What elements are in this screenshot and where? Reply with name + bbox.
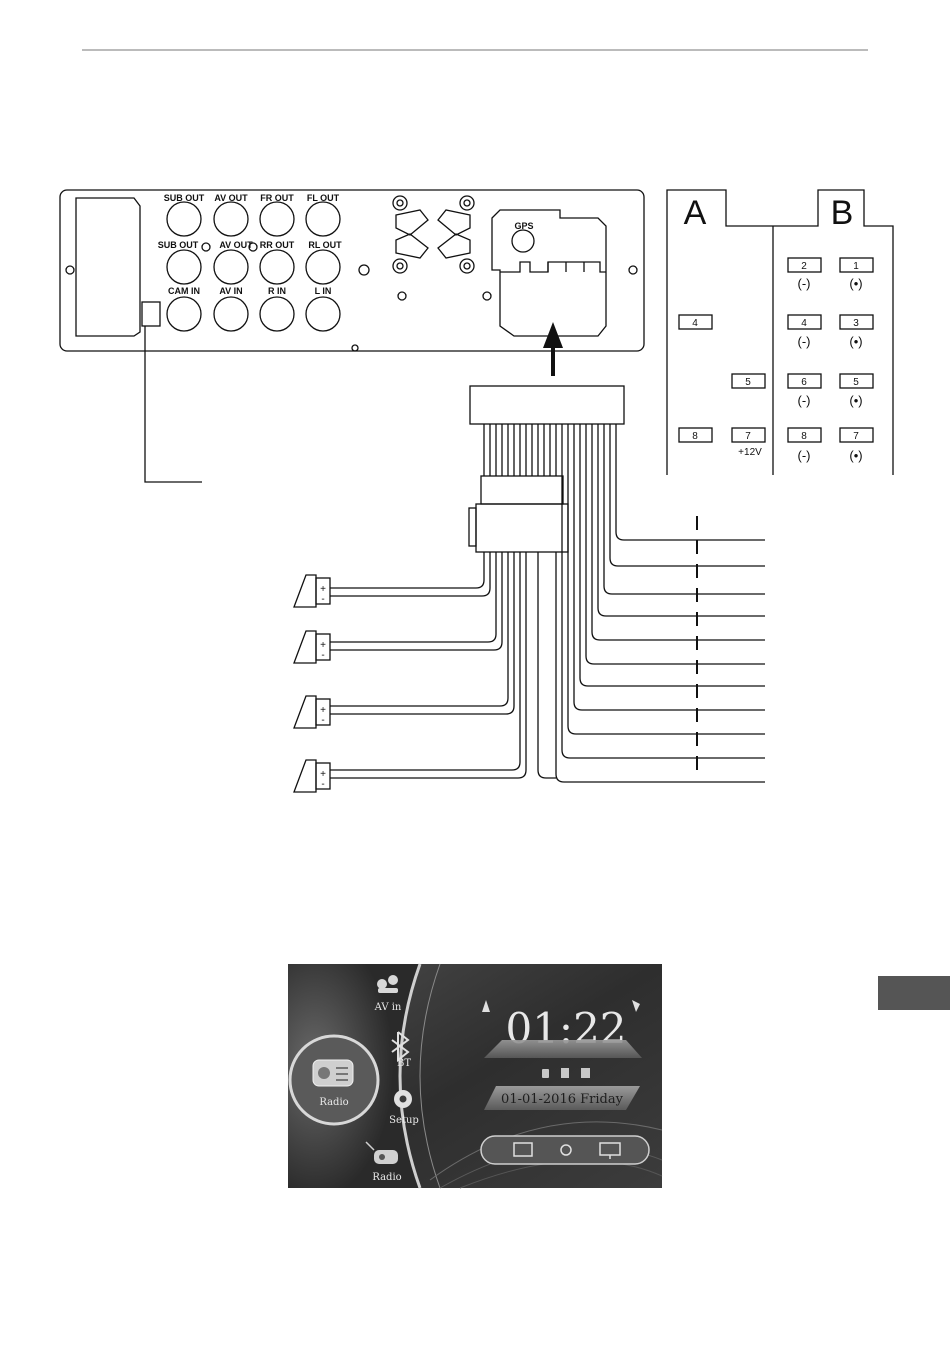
status-bt-icon [542,1069,549,1078]
a-pin-8: 8 [692,431,698,442]
speaker-4-minus: - [321,779,324,790]
b-minus-row3: (-) [798,393,811,408]
harness [330,386,765,782]
bottom-toolbar [481,1136,649,1164]
b-plus-row4: (•) [849,448,862,463]
label-rr-out: RR OUT [260,240,295,250]
speaker-1-minus: - [321,594,324,605]
b-pin-3: 3 [853,318,859,329]
a-pin-7: 7 [745,431,751,442]
label-rl-out: RL OUT [308,240,342,250]
jack-labels: SUB OUT AV OUT FR OUT FL OUT SUB OUT AV … [158,193,534,296]
iso-b-label: B [831,194,854,232]
b-plus-row1: (•) [849,276,862,291]
a-plus12v: +12V [738,447,762,458]
status-usb-icon [581,1068,590,1078]
clock-plate [484,1040,642,1058]
a-pin-5: 5 [745,377,751,388]
b-minus-row1: (-) [798,276,811,291]
b-plus-row2: (•) [849,334,862,349]
section-tab [878,976,950,1010]
menu-setup[interactable]: Setup [389,1115,419,1126]
a-pin-4: 4 [692,318,698,329]
label-av-out-mid: AV OUT [219,240,253,250]
label-gps: GPS [514,221,533,231]
menu-bt[interactable]: BT [397,1058,411,1069]
b-pin-7: 7 [853,431,859,442]
head-unit-screen: AV in BT Setup Radio Radio 01:22 01-01-2… [288,964,662,1188]
label-fl-out: FL OUT [307,193,340,203]
label-sub-out-mid: SUB OUT [158,240,199,250]
speakers [294,575,330,792]
menu-radio-bottom[interactable]: Radio [372,1172,401,1183]
label-av-in: AV IN [219,286,242,296]
connect-arrow [543,322,563,376]
iso-connector [667,190,893,475]
speaker-3-minus: - [321,715,324,726]
speaker-2-minus: - [321,650,324,661]
iso-a-label: A [684,194,707,232]
status-sd-icon [561,1068,569,1078]
b-pin-5: 5 [853,377,859,388]
b-minus-row2: (-) [798,334,811,349]
label-l-in: L IN [315,286,332,296]
menu-av-in[interactable]: AV in [374,1002,402,1013]
b-pin-1: 1 [853,261,859,272]
label-sub-out-top: SUB OUT [164,193,205,203]
date-text: 01-01-2016 Friday [501,1092,624,1107]
b-pin-8: 8 [801,431,807,442]
b-pin-2: 2 [801,261,807,272]
menu-radio-center: Radio [319,1097,348,1108]
label-r-in: R IN [268,286,286,296]
b-pin-6: 6 [801,377,807,388]
label-cam-in: CAM IN [168,286,200,296]
b-plus-row3: (•) [849,393,862,408]
label-av-out-top: AV OUT [214,193,248,203]
b-pin-4: 4 [801,318,807,329]
label-fr-out: FR OUT [260,193,294,203]
setup-icon [394,1090,412,1108]
b-minus-row4: (-) [798,448,811,463]
speaker-signs: + - + - + - + - [320,584,326,790]
